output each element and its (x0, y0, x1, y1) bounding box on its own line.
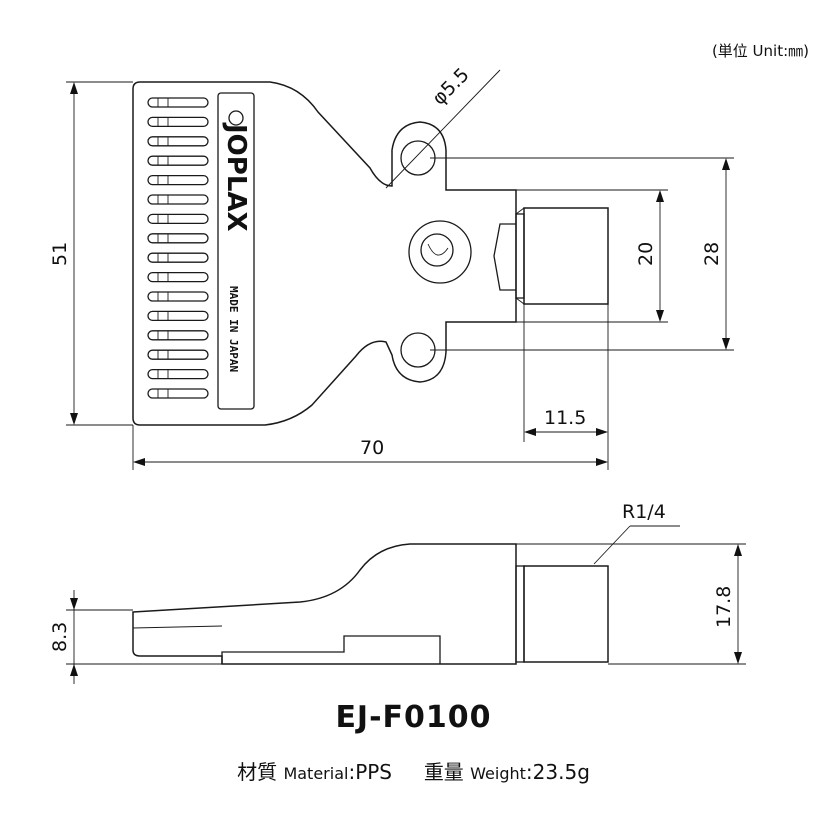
dim-17-8: 17.8 (713, 586, 735, 628)
material-label-jp: 材質 (237, 760, 278, 784)
logo-mark-icon (228, 110, 244, 126)
badge-outer (408, 220, 472, 284)
air-slit (147, 388, 209, 399)
air-slit (147, 233, 209, 244)
logo-text: JOPLAX (221, 122, 251, 232)
dim-51: 51 (49, 242, 71, 266)
weight-value: 23.5g (532, 760, 590, 784)
air-slit (147, 136, 209, 147)
air-slit (147, 174, 209, 186)
air-slit (147, 213, 209, 225)
dim-20: 20 (635, 242, 657, 266)
top-dimensions: 51 φ5.5 20 28 11.5 (49, 64, 734, 470)
top-nozzle-collar (515, 213, 525, 299)
side-nozzle (523, 565, 609, 663)
side-dimensions: R1/4 17.8 8.3 (49, 501, 746, 684)
air-slit (147, 271, 209, 283)
top-view: JOPLAX MADE IN JAPAN (132, 81, 609, 426)
dim-70: 70 (360, 437, 384, 459)
air-slit (147, 155, 209, 166)
material-label-en: Material (283, 764, 349, 783)
spec-line: 材質 Material:PPS 重量 Weight:23.5g (237, 760, 590, 784)
air-slit (147, 330, 209, 341)
dim-phi: φ5.5 (428, 64, 474, 110)
air-slit (147, 310, 209, 322)
badge-inner (420, 233, 454, 267)
air-slit (147, 116, 209, 128)
dim-8-3: 8.3 (49, 622, 71, 652)
top-nozzle (523, 207, 609, 305)
air-slit (147, 291, 209, 302)
air-slit (147, 97, 209, 108)
weight-label-en: Weight (470, 764, 526, 783)
model-number: EJ-F0100 (335, 700, 492, 735)
side-body-outline (132, 543, 517, 665)
stamp-text: MADE IN JAPAN (227, 286, 240, 372)
material-value: PPS (355, 760, 393, 784)
logo-plate (217, 92, 255, 410)
top-hex (493, 223, 516, 291)
dim-28: 28 (701, 242, 723, 266)
air-slit (147, 349, 209, 360)
air-slit (147, 368, 209, 380)
dim-r14: R1/4 (622, 501, 666, 523)
weight-label-jp: 重量 (423, 760, 464, 784)
air-slits (147, 97, 209, 399)
top-body-outline (132, 81, 517, 426)
unit-note: (単位 Unit:㎜) (711, 42, 809, 60)
dim-11-5: 11.5 (544, 407, 586, 429)
side-view (132, 543, 609, 665)
air-slit (147, 252, 209, 263)
air-slit (147, 194, 209, 205)
